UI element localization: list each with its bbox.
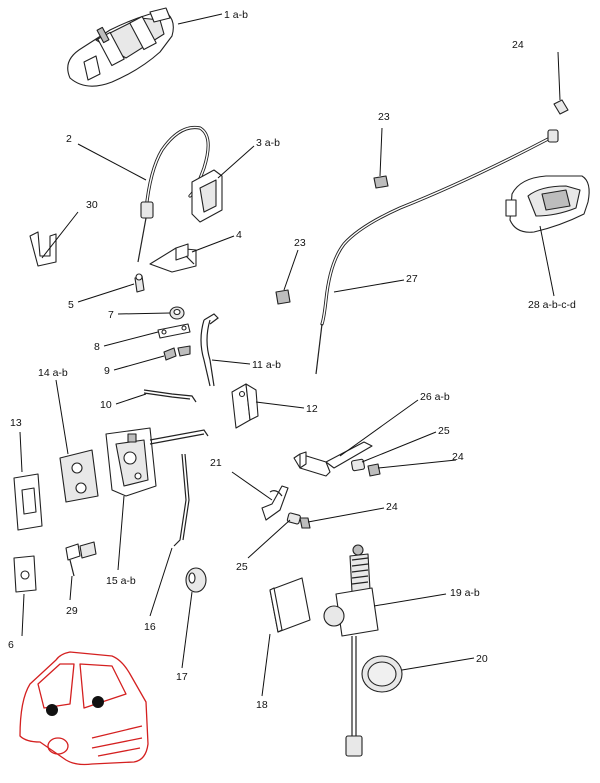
callout-25-lower: 25 <box>236 561 248 573</box>
callout-5: 5 <box>68 299 74 311</box>
part-21-lever <box>261 485 289 521</box>
callout-7: 7 <box>108 309 114 321</box>
part-24c-tip <box>299 517 311 529</box>
callout-19: 19 a-b <box>450 587 480 599</box>
callout-9: 9 <box>104 365 110 377</box>
part-4-plate <box>149 243 197 273</box>
part-12-bracket <box>231 383 259 429</box>
part-7-bushing <box>169 306 185 320</box>
callout-2: 2 <box>66 133 72 145</box>
part-19-actuator <box>323 544 379 757</box>
part-17-cap <box>185 567 207 593</box>
callout-15: 15 a-b <box>106 575 136 587</box>
part-14-block <box>59 449 99 503</box>
part-18-plate <box>269 577 311 633</box>
callout-24-top: 24 <box>512 39 524 51</box>
part-16-rod <box>173 453 190 547</box>
callout-labels: 1 a-b 2 3 a-b 4 5 6 7 8 9 10 11 a-b 12 1… <box>8 9 576 711</box>
part-20-cover <box>361 655 403 693</box>
leader-lines <box>19 13 561 697</box>
callout-27: 27 <box>406 273 418 285</box>
callout-6: 6 <box>8 639 14 651</box>
part-25a-sleeve <box>350 458 366 472</box>
callout-23-top: 23 <box>378 111 390 123</box>
part-23a-clip <box>373 175 389 189</box>
part-1-outer-handle <box>67 7 174 87</box>
callout-25-right: 25 <box>438 425 450 437</box>
part-26-lever <box>293 441 373 477</box>
callout-17: 17 <box>176 671 188 683</box>
part-25b-sleeve <box>286 512 301 525</box>
part-15-lock <box>105 427 209 497</box>
part-5-pin <box>134 273 145 293</box>
part-24b-tip <box>367 463 381 477</box>
callout-1: 1 a-b <box>224 9 248 21</box>
callout-30: 30 <box>86 199 98 211</box>
callout-13: 13 <box>10 417 22 429</box>
part-6-clip-nut <box>13 555 37 593</box>
part-3-bracket <box>191 169 223 223</box>
part-27-cable <box>315 129 559 375</box>
callout-26: 26 a-b <box>420 391 450 403</box>
part-30-clip <box>29 231 57 267</box>
part-8-link <box>157 323 191 339</box>
callout-20: 20 <box>476 653 488 665</box>
callout-24-right: 24 <box>452 451 464 463</box>
callout-8: 8 <box>94 341 100 353</box>
callout-29: 29 <box>66 605 78 617</box>
callout-14: 14 a-b <box>38 367 68 379</box>
part-28-inner-handle <box>505 175 590 233</box>
part-23b-clip <box>275 289 291 305</box>
part-24a-tip <box>553 99 569 115</box>
callout-3: 3 a-b <box>256 137 280 149</box>
callout-21: 21 <box>210 457 222 469</box>
vehicle-location-thumbnail <box>19 651 149 766</box>
callout-16: 16 <box>144 621 156 633</box>
callout-23-mid: 23 <box>294 237 306 249</box>
door-location-marker <box>92 696 104 708</box>
callout-28: 28 a-b-c-d <box>528 299 576 311</box>
callout-10: 10 <box>100 399 112 411</box>
callout-24-lower: 24 <box>386 501 398 513</box>
part-13-gasket <box>13 473 43 531</box>
part-10-rod <box>143 389 197 403</box>
callout-4: 4 <box>236 229 242 241</box>
part-9-clips <box>163 345 191 361</box>
callout-18: 18 <box>256 699 268 711</box>
door-location-marker <box>46 704 58 716</box>
part-29-bolt <box>65 541 97 577</box>
part-11-rod <box>200 313 219 387</box>
callout-11: 11 a-b <box>252 359 281 371</box>
callout-12: 12 <box>306 403 318 415</box>
